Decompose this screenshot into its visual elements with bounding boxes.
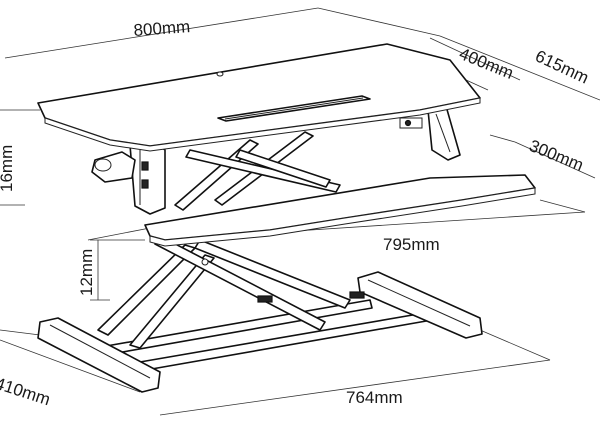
label-depth-total: 615mm bbox=[532, 46, 591, 87]
label-width-top: 800mm bbox=[133, 17, 191, 40]
base-frame bbox=[37, 271, 483, 393]
upper-scissor bbox=[174, 131, 341, 211]
lower-bracket-right bbox=[349, 291, 365, 299]
label-height-left: 16mm bbox=[0, 145, 16, 192]
keyboard-tray bbox=[144, 174, 536, 247]
label-depth-keyboard: 300mm bbox=[527, 136, 587, 175]
dimension-lines bbox=[0, 7, 600, 416]
top-surface bbox=[37, 43, 481, 152]
cable-grommet bbox=[216, 71, 224, 77]
lower-scissor bbox=[97, 235, 365, 349]
label-depth-base: 410mm bbox=[0, 374, 53, 410]
left-foot bbox=[37, 317, 161, 393]
label-width-base: 764mm bbox=[346, 388, 403, 407]
left-bracket bbox=[91, 139, 166, 215]
lower-bracket bbox=[257, 295, 273, 303]
label-height-min: 12mm bbox=[77, 249, 96, 296]
label-width-keyboard: 795mm bbox=[383, 235, 440, 254]
label-depth-top: 400mm bbox=[457, 44, 517, 83]
